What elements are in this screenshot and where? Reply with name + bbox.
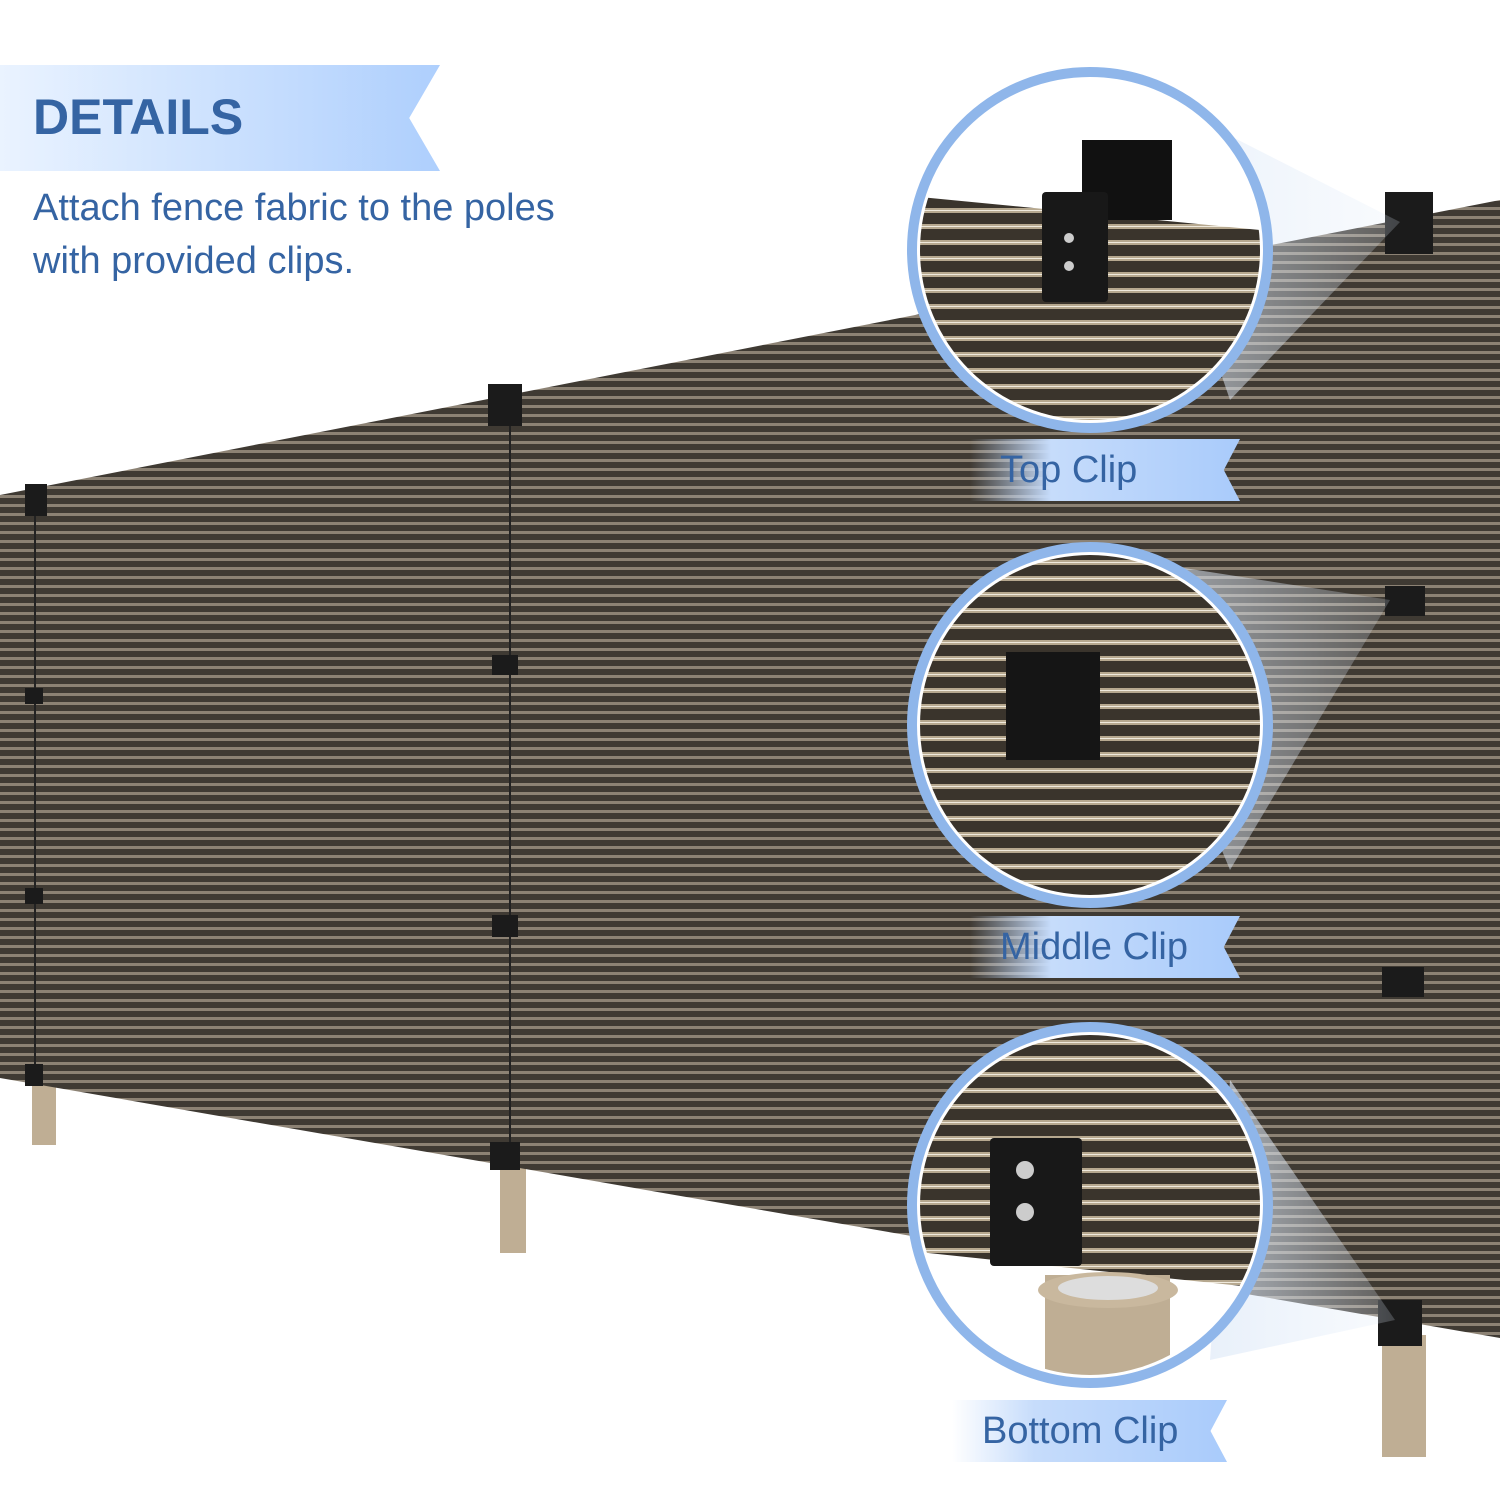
top-clip-label: Top Clip: [970, 439, 1240, 501]
middle-clip-label: Middle Clip: [970, 916, 1240, 978]
bottom-clip-zoom: [907, 1022, 1273, 1388]
poles: [32, 1080, 1426, 1457]
top-clip-zoom: [907, 67, 1273, 433]
subtitle-line: with provided clips.: [33, 240, 355, 282]
middle-clip-zoom: [907, 542, 1273, 908]
title-banner: [0, 65, 440, 171]
bottom-clip-label: Bottom Clip: [952, 1400, 1227, 1462]
page-title: DETAILS: [33, 89, 244, 145]
subtitle: Attach fence fabric to the poles with pr…: [33, 182, 555, 288]
subtitle-line: Attach fence fabric to the poles: [33, 187, 555, 229]
